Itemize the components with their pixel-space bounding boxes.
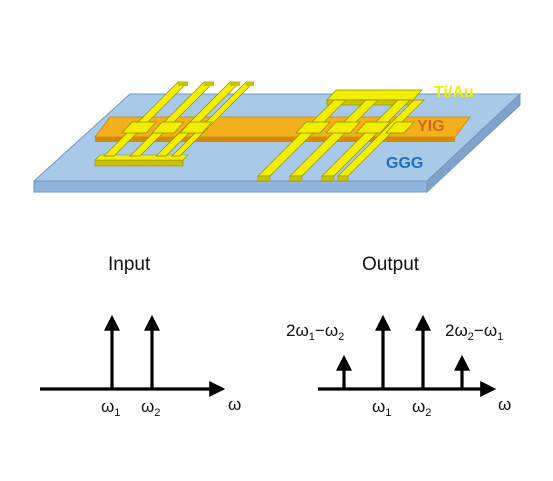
output-foot-3 [321,175,335,182]
output-title: Output [362,254,420,275]
mix-low-a: ω [295,321,308,340]
output-axis-label: ω [498,395,511,414]
input-label-omega1-base: ω [101,397,114,416]
output-pad-2 [325,121,361,134]
input-label-omega2-base: ω [141,397,154,416]
output-pad-1 [295,121,331,134]
mix-high-a-sub: 2 [468,331,474,343]
output-label-omega1-sub: 1 [385,407,391,419]
mix-low-op: − [315,321,325,340]
mix-low-a-sub: 1 [309,331,315,343]
input-title: Input [108,254,151,275]
substrate-label: GGG [386,155,423,172]
input-busbar [94,159,184,167]
output-foot-4 [337,175,349,182]
substrate-front-face [33,180,428,193]
output-foot-2 [289,175,303,182]
mix-low-coef: 2 [286,321,295,340]
input-spectrum: Input ω ω1 ω2 [40,254,241,419]
output-label-omega1: ω1 [372,397,391,419]
input-label-omega2-sub: 2 [154,407,160,419]
input-finger-end-2 [204,82,214,86]
output-pad-3 [355,121,391,134]
output-label-omega2-base: ω [412,397,425,416]
mix-low-b-sub: 2 [338,331,344,343]
input-axis-label: ω [228,395,241,414]
output-label-mixing-high: 2ω2−ω1 [445,321,503,343]
output-busbar [326,89,423,101]
input-transducer [94,81,255,167]
output-pad-4 [385,121,415,134]
mix-high-coef: 2 [445,321,454,340]
output-foot-1 [257,175,271,182]
output-label-omega1-base: ω [372,397,385,416]
output-label-omega2-sub: 2 [425,407,431,419]
mix-high-op: − [474,321,484,340]
input-finger-end-4 [246,82,254,86]
input-label-omega1-sub: 1 [114,407,120,419]
input-finger-end-1 [178,82,188,86]
input-label-omega2: ω2 [141,397,160,419]
output-label-mixing-low: 2ω1−ω2 [286,321,344,343]
input-label-omega1: ω1 [101,397,120,419]
device-schematic: Ti/Au YIG GGG [32,81,522,194]
mix-high-b-sub: 1 [497,331,503,343]
input-pad-2 [151,121,185,134]
mix-high-b: ω [484,321,497,340]
film-label: YIG [417,118,445,135]
input-pad-3 [179,121,213,134]
mix-high-a: ω [454,321,467,340]
electrode-label: Ti/Au [434,84,474,101]
input-finger-end-3 [230,82,240,86]
input-pad-1 [121,121,157,134]
output-label-omega2: ω2 [412,397,431,419]
output-transducer [257,89,425,182]
mix-low-b: ω [325,321,338,340]
output-spectrum: Output ω 2ω1−ω2 2ω2−ω1 ω1 ω2 [286,254,511,419]
